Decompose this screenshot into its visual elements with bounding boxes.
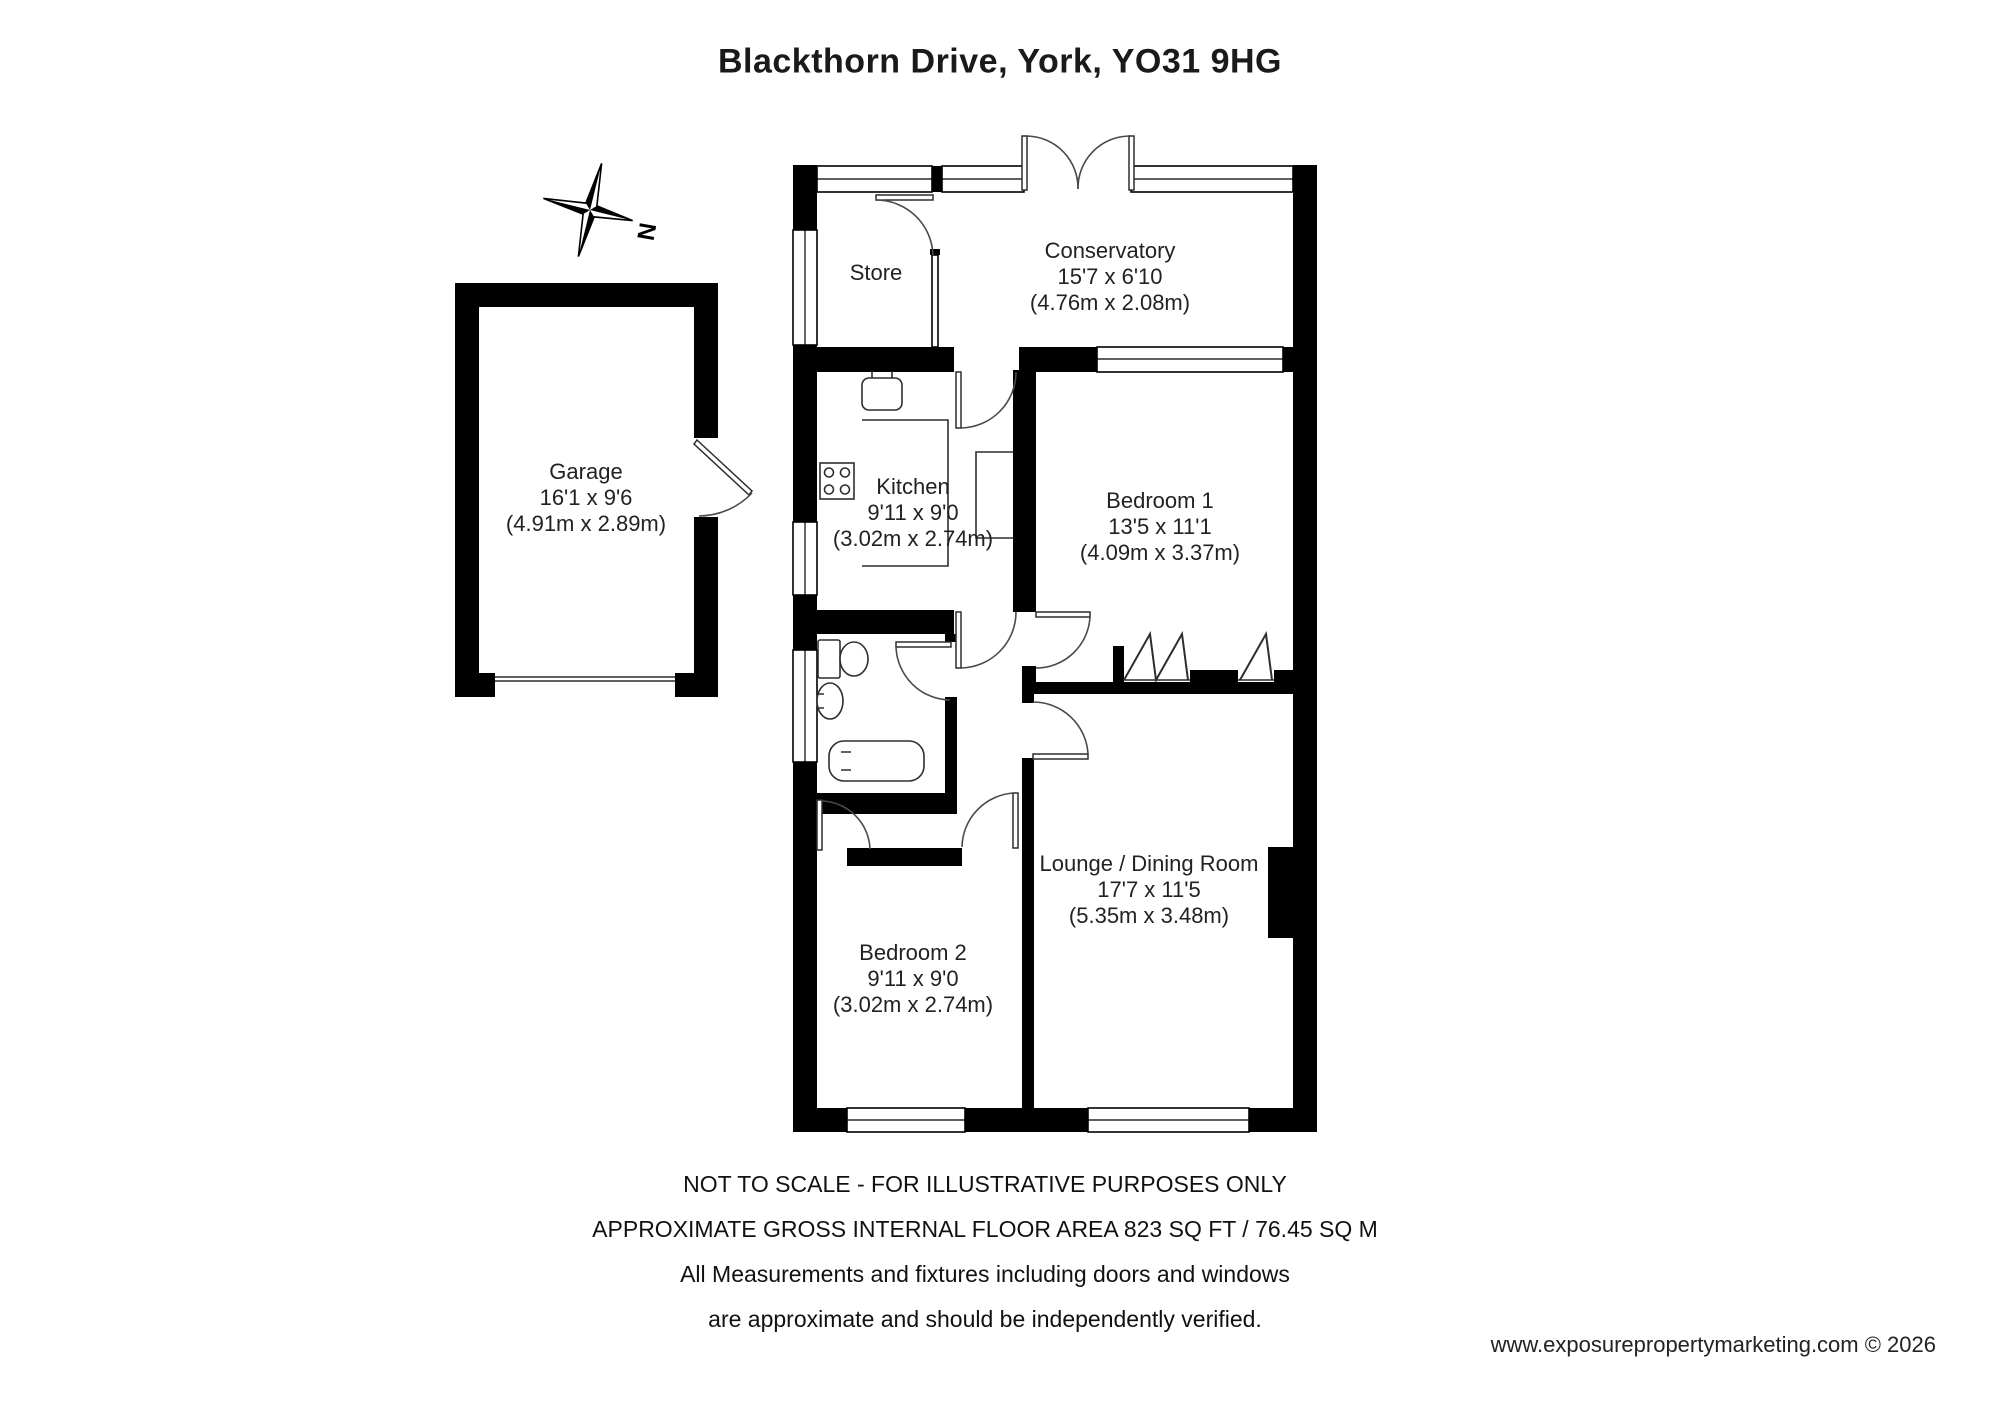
room-label-conservatory: Conservatory 15'7 x 6'10 (4.76m x 2.08m): [1030, 238, 1190, 316]
garage-walls: [455, 283, 718, 697]
room-size-imperial: 9'11 x 9'0: [867, 966, 959, 991]
kitchen-unit: [975, 451, 1013, 539]
room-size-imperial: 17'7 x 11'5: [1097, 877, 1201, 902]
room-label-bedroom1: Bedroom 1 13'5 x 11'1 (4.09m x 3.37m): [1080, 488, 1240, 566]
disclaimer-text: NOT TO SCALE - FOR ILLUSTRATIVE PURPOSES…: [592, 1162, 1378, 1342]
bathroom-fixtures: [816, 639, 925, 782]
room-label-bedroom2: Bedroom 2 9'11 x 9'0 (3.02m x 2.74m): [833, 940, 993, 1018]
room-size-imperial: 16'1 x 9'6: [539, 485, 633, 510]
room-size-metric: (4.91m x 2.89m): [505, 511, 667, 536]
chimney-breast: [1268, 847, 1293, 938]
garage-side-door-icon: [692, 438, 754, 517]
page-title: Blackthorn Drive, York, YO31 9HG: [717, 42, 1283, 81]
wardrobe-icon: [1113, 630, 1293, 684]
room-name: Garage: [549, 459, 623, 484]
garage-door-icon: [495, 676, 675, 682]
disclaimer-line: NOT TO SCALE - FOR ILLUSTRATIVE PURPOSES…: [683, 1171, 1287, 1197]
room-name: Store: [849, 260, 903, 285]
kitchen-fixtures: [819, 371, 1013, 567]
room-size-metric: (5.35m x 3.48m): [1068, 903, 1230, 928]
bath-icon: [828, 740, 925, 782]
room-size-imperial: 15'7 x 6'10: [1057, 264, 1163, 289]
room-size-metric: (4.76m x 2.08m): [1029, 290, 1191, 315]
room-size-imperial: 9'11 x 9'0: [867, 500, 959, 525]
basin-icon: [816, 682, 844, 720]
room-label-kitchen: Kitchen 9'11 x 9'0 (3.02m x 2.74m): [833, 474, 993, 552]
kitchen-counter: [862, 419, 949, 567]
room-size-metric: (3.02m x 2.74m): [832, 992, 994, 1017]
room-name: Kitchen: [876, 474, 950, 499]
disclaimer-line: APPROXIMATE GROSS INTERNAL FLOOR AREA 82…: [592, 1216, 1378, 1242]
disclaimer-line: are approximate and should be independen…: [708, 1306, 1262, 1332]
room-label-lounge: Lounge / Dining Room 17'7 x 11'5 (5.35m …: [1040, 851, 1259, 929]
room-label-garage: Garage 16'1 x 9'6 (4.91m x 2.89m): [506, 459, 666, 537]
room-name: Lounge / Dining Room: [1039, 851, 1259, 876]
compass-icon: N: [543, 163, 661, 257]
room-name: Bedroom 2: [859, 940, 967, 965]
disclaimer-line: All Measurements and fixtures including …: [680, 1261, 1290, 1287]
room-label-store: Store: [850, 260, 903, 286]
windows: [792, 165, 1294, 1133]
copyright-text: www.exposurepropertymarketing.com © 2026: [1490, 1332, 1936, 1357]
kitchen-sink-icon: [861, 377, 903, 411]
hob-icon: [819, 462, 855, 500]
compass-north-label: N: [631, 221, 661, 243]
door-swings: [816, 135, 1135, 851]
room-size-imperial: 13'5 x 11'1: [1108, 514, 1212, 539]
room-size-metric: (3.02m x 2.74m): [832, 526, 994, 551]
store-partition: [931, 254, 939, 348]
room-name: Conservatory: [1044, 238, 1176, 263]
room-name: Bedroom 1: [1106, 488, 1214, 513]
room-size-metric: (4.09m x 3.37m): [1079, 540, 1241, 565]
house-walls: [793, 165, 1317, 1132]
toilet-icon: [817, 639, 869, 679]
